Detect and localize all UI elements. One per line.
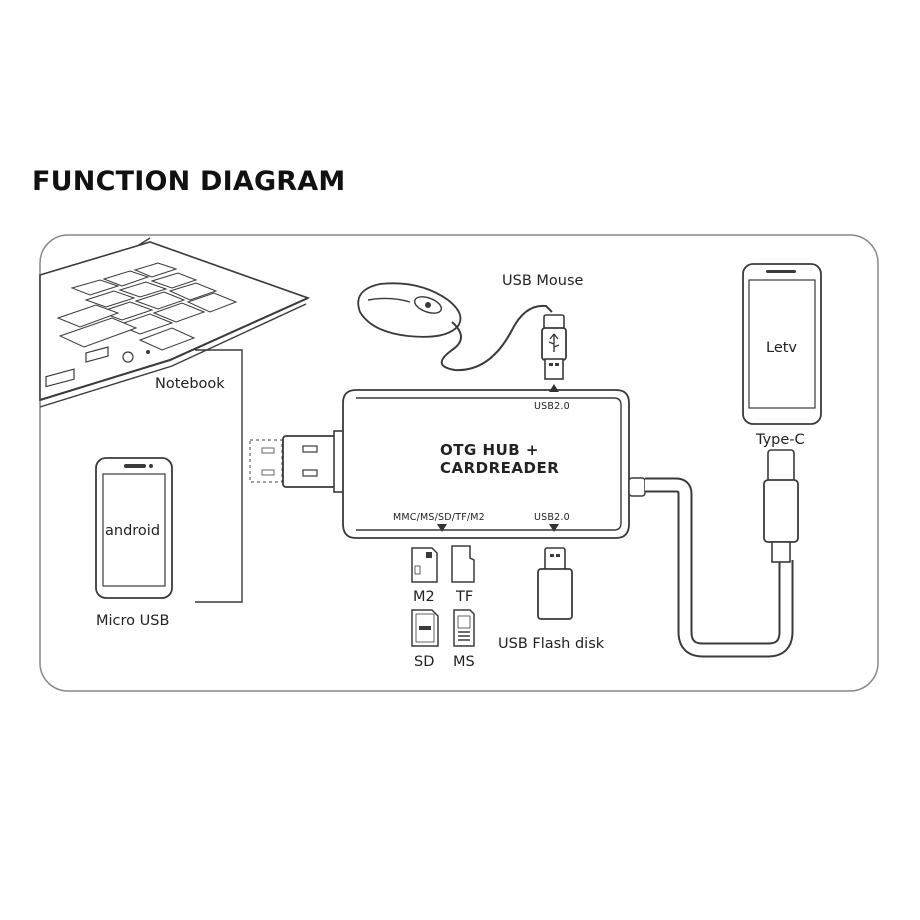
usb20-bottom-label: USB2.0 (534, 512, 570, 523)
usb-mouse-icon (357, 282, 553, 372)
usb20-top-label: USB2.0 (534, 401, 570, 412)
letv-screen-label: Letv (766, 340, 797, 356)
type-c-label: Type-C (755, 432, 805, 448)
type-c-plug-icon (763, 449, 799, 563)
sd-card-icon (411, 609, 439, 647)
m2-label: M2 (413, 589, 435, 605)
diagram-title: FUNCTION DIAGRAM (32, 166, 346, 197)
letv-phone-icon (742, 263, 822, 425)
notebook-icon (39, 237, 311, 408)
tf-label: TF (455, 589, 473, 605)
usb-flash-disk-label: USB Flash disk (498, 636, 605, 652)
usb-mouse-label: USB Mouse (502, 273, 584, 289)
m2-card-icon (411, 547, 438, 583)
otg-hub-body (342, 389, 646, 539)
android-phone-icon (95, 457, 173, 599)
arrow-down-icon (437, 524, 447, 532)
notebook-label: Notebook (155, 376, 225, 392)
arrow-up-icon (549, 384, 559, 392)
ms-card-icon (453, 609, 475, 647)
tf-card-icon (451, 545, 475, 583)
android-screen-label: android (105, 523, 160, 539)
diagram-frame (39, 234, 879, 692)
sd-label: SD (414, 654, 434, 670)
ms-label: MS (453, 654, 475, 670)
hub-title-line2: CARDREADER (440, 459, 559, 477)
card-slot-label: MMC/MS/SD/TF/M2 (393, 512, 485, 523)
arrow-down-icon-2 (549, 524, 559, 532)
usb-flash-disk-icon (537, 547, 573, 620)
type-c-cable (645, 477, 794, 658)
usb-mouse-plug-icon (541, 314, 567, 380)
micro-usb-label: Micro USB (96, 613, 169, 629)
usb-a-plug-icon (249, 430, 351, 493)
hub-title-line1: OTG HUB + (440, 441, 539, 459)
